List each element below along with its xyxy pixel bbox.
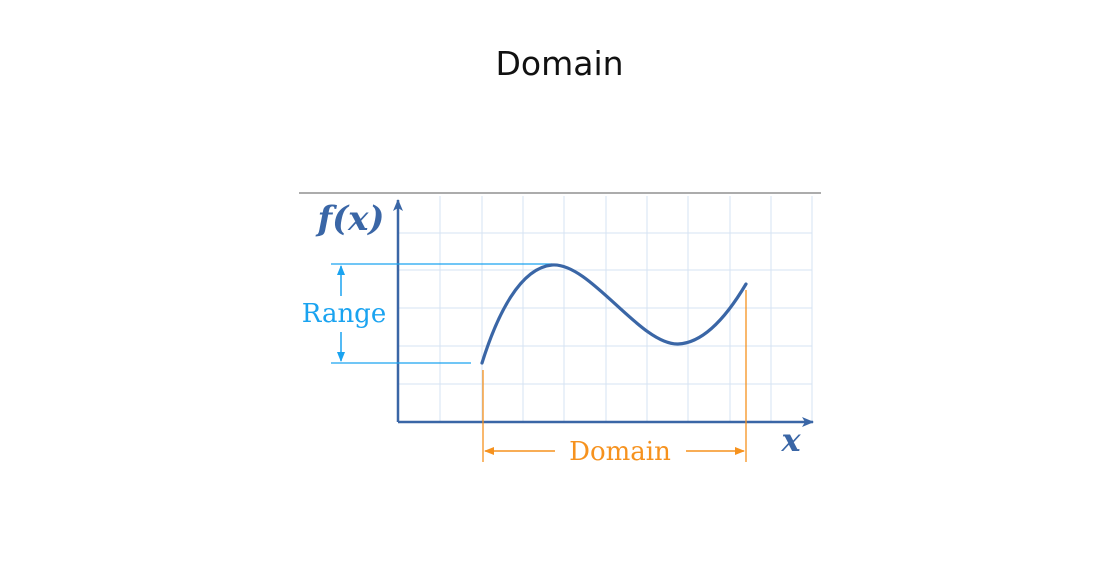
x-axis-label: x bbox=[780, 421, 801, 459]
grid bbox=[398, 196, 813, 422]
y-axis-label: f(x) bbox=[315, 199, 384, 239]
page-title: Domain bbox=[495, 44, 624, 83]
range-label: Range bbox=[302, 299, 386, 329]
domain-label: Domain bbox=[569, 437, 671, 467]
function-curve bbox=[480, 263, 748, 365]
